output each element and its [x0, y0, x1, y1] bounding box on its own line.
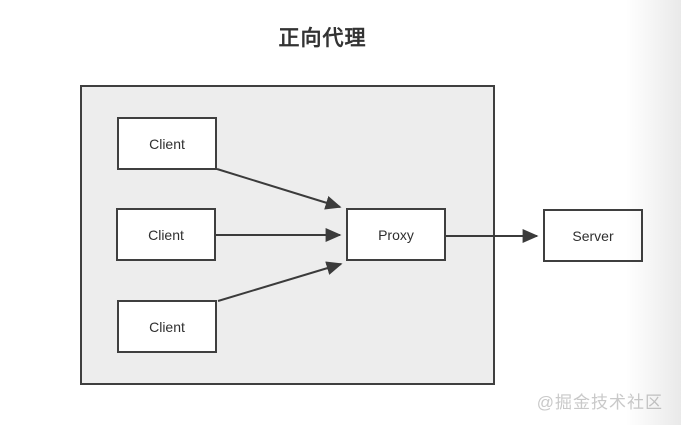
client-node-1: Client: [117, 117, 217, 170]
watermark: @掘金技术社区: [536, 393, 663, 412]
proxy-node: Proxy: [346, 208, 446, 261]
client-node-3: Client: [117, 300, 217, 353]
server-node: Server: [543, 209, 643, 262]
client-node-1-label: Client: [149, 135, 185, 152]
client-node-3-label: Client: [149, 318, 185, 335]
diagram-title: 正向代理: [278, 27, 367, 50]
client-node-2-label: Client: [148, 226, 184, 243]
server-node-label: Server: [572, 227, 614, 244]
proxy-node-label: Proxy: [378, 226, 414, 243]
client-node-2: Client: [116, 208, 216, 261]
